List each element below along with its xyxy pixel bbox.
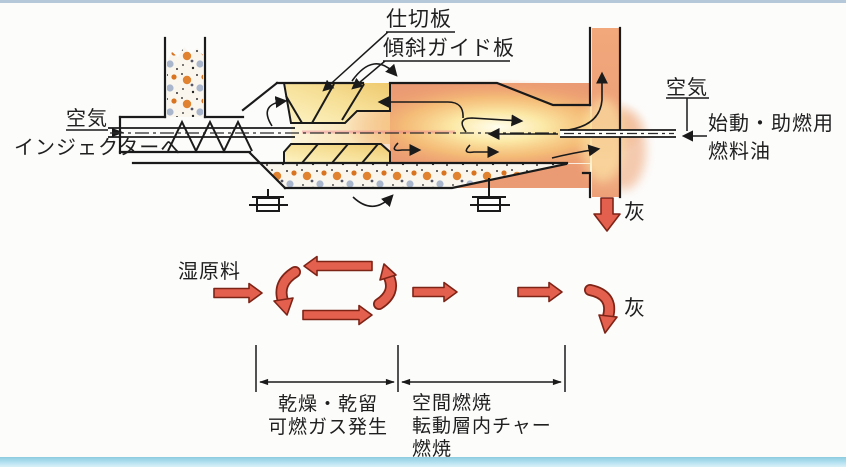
flow-arrow-1 <box>412 281 458 303</box>
lower-eddy-arrow-2 <box>465 144 500 158</box>
material-flow-arrows <box>213 197 621 334</box>
partition-plate-label: 仕切板 <box>386 7 452 31</box>
zone2-label-line1: 空間燃焼 <box>412 392 493 414</box>
zone1-label-line2: 可燃ガス発生 <box>267 416 388 438</box>
flame <box>291 28 650 197</box>
zone2-label-line3: 燃焼 <box>412 438 453 460</box>
tumbling-loop <box>273 255 397 326</box>
scan-bottom-strip <box>0 457 846 467</box>
lower-eddy-arrow-1 <box>393 142 422 156</box>
startup-fuel-label-line1: 始動・助燃用 <box>708 111 834 135</box>
to-injector-label: インジェクターへ <box>14 135 182 159</box>
partition-blocks <box>283 82 391 164</box>
upper-eddy-arrow <box>461 114 524 133</box>
wet-material-label: 湿原料 <box>178 259 241 283</box>
air-right-label: 空気 <box>666 75 708 99</box>
ash-flow-arrow <box>584 284 618 334</box>
overwall-flow-arrow <box>351 63 398 82</box>
legs <box>249 178 510 212</box>
zone1-label-line1: 乾燥・乾留 <box>277 393 378 415</box>
rotation-arrow <box>352 194 394 208</box>
flow-arrows <box>266 63 608 208</box>
ash-drop-arrow <box>593 197 621 232</box>
zone2-label-line2: 転動層内チャー <box>412 415 552 437</box>
startup-fuel-label-line2: 燃料油 <box>708 139 771 163</box>
furnace-body <box>118 26 622 199</box>
inclined-guide-plate-label: 傾斜ガイド板 <box>383 36 515 60</box>
scan-top-border <box>0 0 846 3</box>
screw-conveyor <box>167 119 253 154</box>
fuel-pipe <box>108 98 707 142</box>
flow-arrow-2 <box>517 281 563 303</box>
to-chimney-arrow <box>551 144 601 159</box>
chimney-up-arrow <box>567 71 608 131</box>
ash-top-label: 灰 <box>624 200 646 224</box>
wet-material-arrow <box>213 282 263 304</box>
inlet-eddy-arrow <box>266 96 288 127</box>
ash-bottom-label: 灰 <box>624 296 646 320</box>
leader-lines <box>66 31 709 131</box>
air-left-label: 空気 <box>66 106 108 130</box>
recirculation-arrow <box>377 96 464 119</box>
dimension-lines <box>255 345 566 392</box>
